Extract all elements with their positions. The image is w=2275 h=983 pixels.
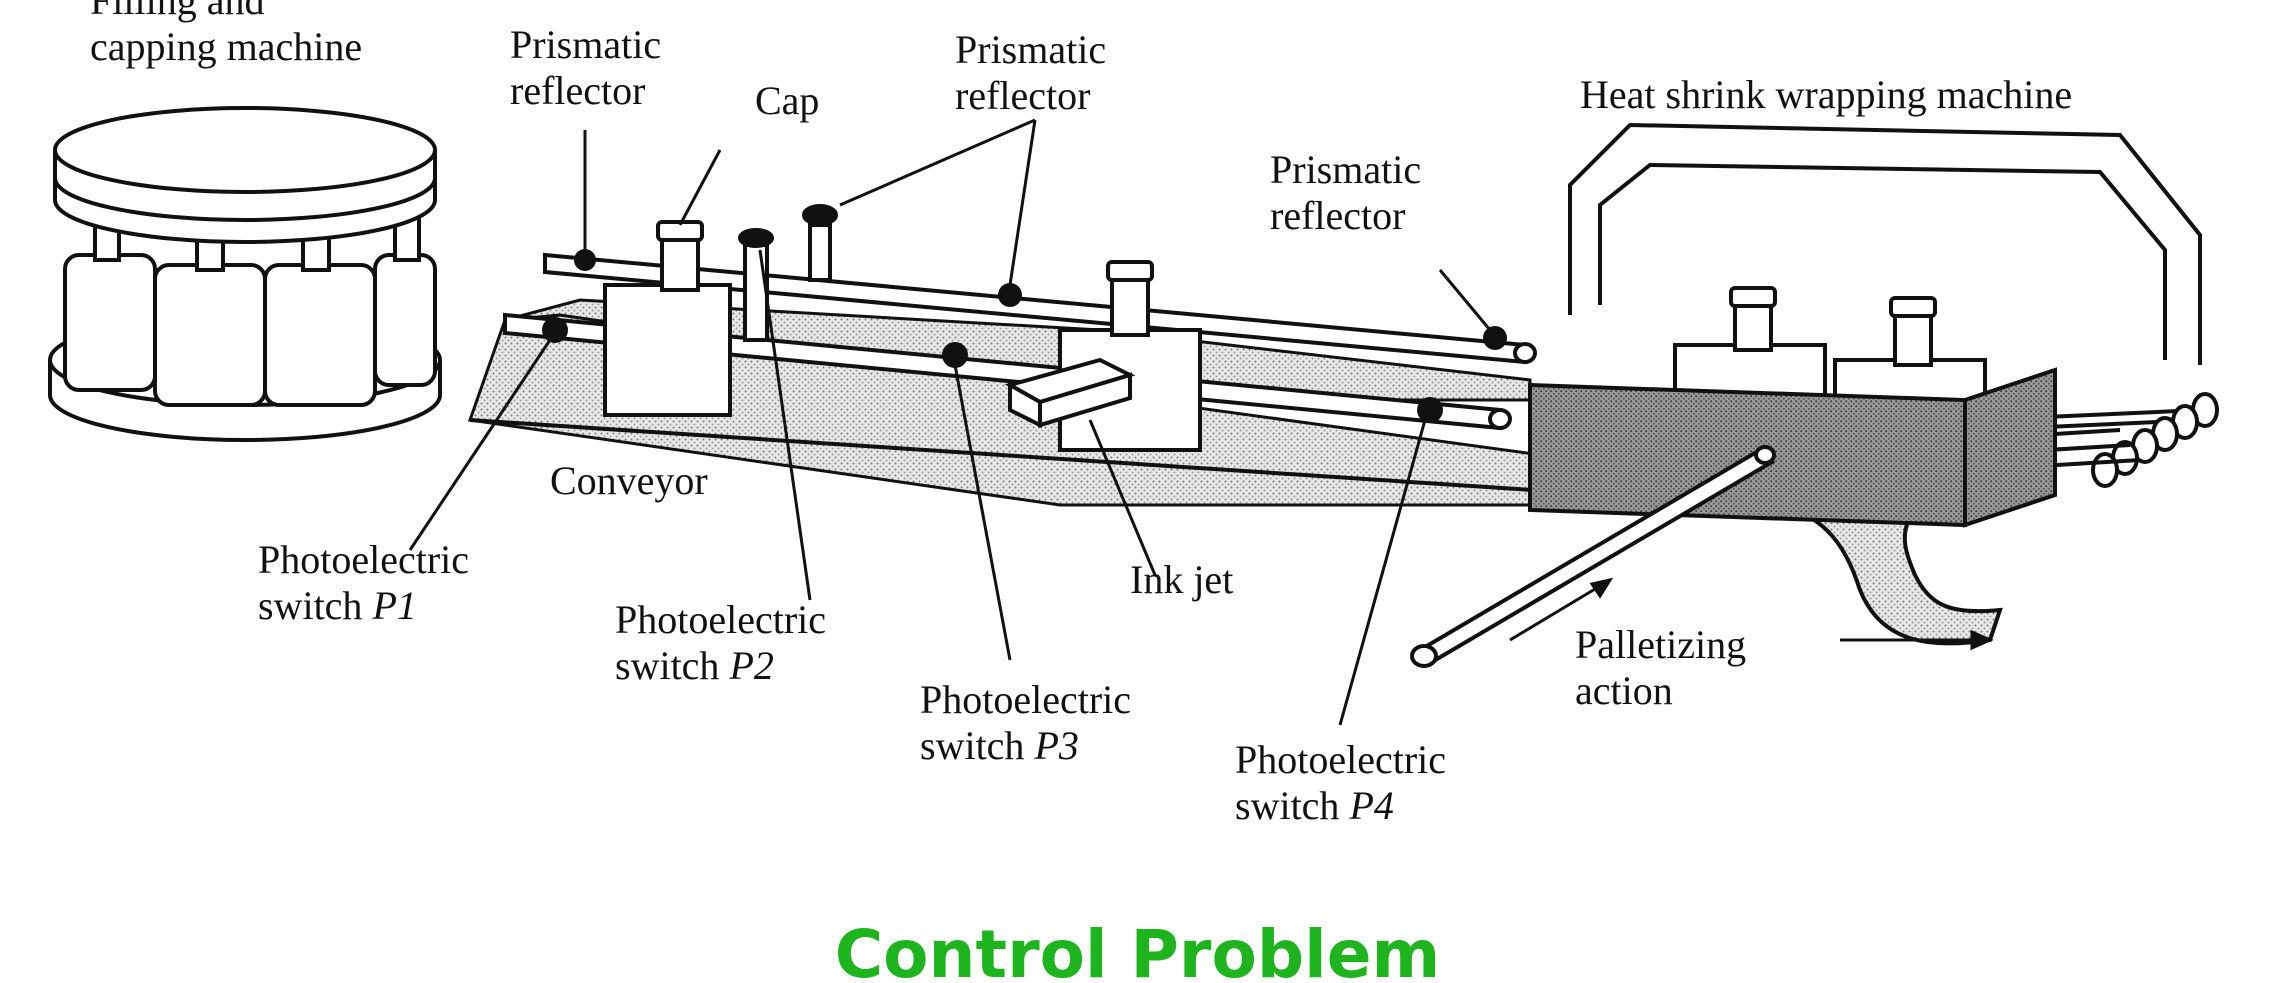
carousel-bottle bbox=[63, 253, 157, 392]
sensors bbox=[542, 249, 1507, 423]
cap-stem bbox=[808, 223, 832, 282]
label-filling-machine: Filling and capping machine bbox=[90, 0, 363, 69]
shrink-film-box bbox=[1528, 382, 1967, 528]
carousel-bottle bbox=[263, 263, 377, 407]
reflector-dot-1 bbox=[574, 249, 596, 271]
photoelectric-p1-dot bbox=[542, 317, 568, 343]
label-prismatic-reflector-2: Prismatic reflector bbox=[955, 27, 1107, 118]
label-prismatic-reflector-3: Prismatic reflector bbox=[1270, 147, 1422, 238]
label-prismatic-reflector-1: Prismatic reflector bbox=[510, 22, 662, 113]
bottle-block bbox=[603, 283, 732, 417]
machine-top-disc bbox=[53, 106, 437, 194]
tunnel-outer bbox=[1568, 122, 2202, 365]
label-photoelectric-p4: Photoelectric switch P4 bbox=[1235, 737, 1447, 828]
label-heat-shrink-machine: Heat shrink wrapping machine bbox=[1580, 72, 2073, 117]
photoelectric-p3-dot bbox=[942, 342, 968, 368]
guide-rails bbox=[503, 252, 1537, 431]
leader-lines bbox=[408, 118, 1492, 726]
label-palletizing-action: Palletizing action bbox=[1575, 622, 1747, 713]
label-photoelectric-p2: Photoelectric switch P2 bbox=[615, 597, 827, 688]
heat-shrink-machine bbox=[1410, 122, 2202, 668]
label-photoelectric-p1: Photoelectric switch P1 bbox=[258, 537, 470, 628]
bottle-neck bbox=[1110, 273, 1150, 337]
tunnel-inner bbox=[1598, 162, 2167, 360]
page-title: Control Problem bbox=[834, 916, 1441, 983]
bottle-neck bbox=[660, 233, 700, 292]
label-ink-jet: Ink jet bbox=[1130, 557, 1234, 602]
carousel-bottle bbox=[153, 263, 267, 407]
reflector-dot-2 bbox=[998, 283, 1022, 307]
filling-capping-machine bbox=[48, 106, 442, 442]
line-bottles bbox=[603, 204, 1202, 452]
reflector-dot-3 bbox=[1483, 326, 1507, 350]
carousel-bottle bbox=[373, 253, 437, 387]
cap-placer bbox=[743, 243, 769, 342]
arrows bbox=[1509, 577, 1994, 651]
photoelectric-p4-dot bbox=[1417, 397, 1443, 423]
label-photoelectric-p3: Photoelectric switch P3 bbox=[920, 677, 1132, 768]
bottle-cap bbox=[1106, 260, 1154, 282]
label-conveyor: Conveyor bbox=[550, 458, 708, 503]
label-cap: Cap bbox=[755, 78, 820, 123]
pack-neck bbox=[1893, 308, 1933, 367]
